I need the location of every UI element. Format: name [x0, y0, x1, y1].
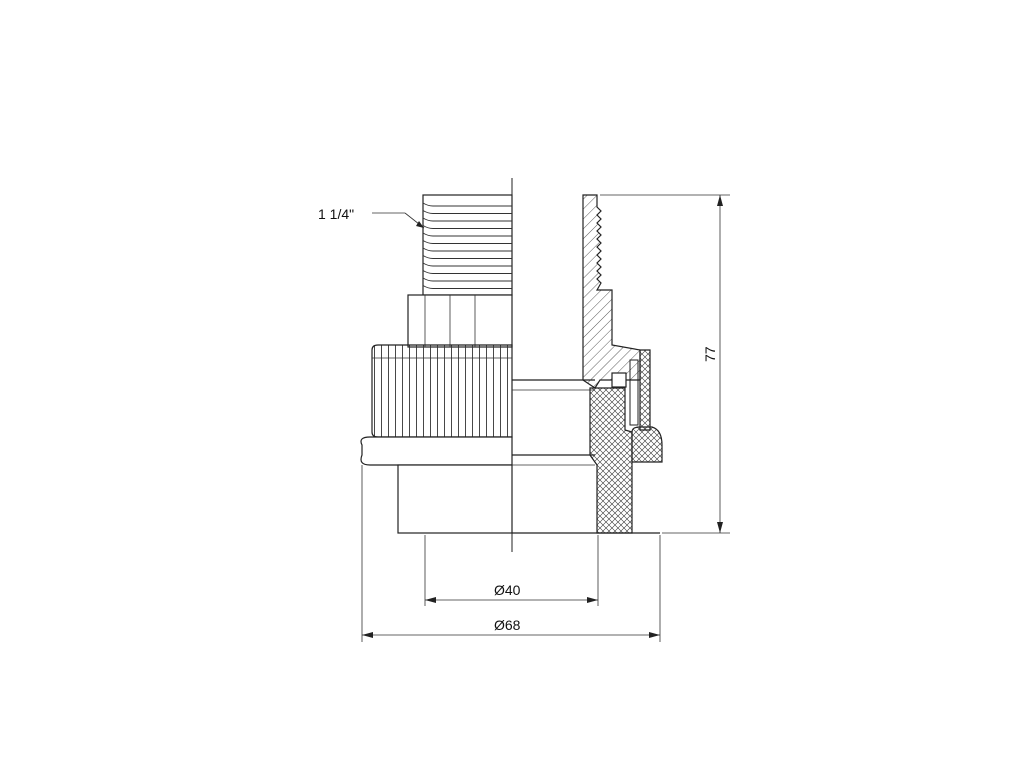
- knurled-union-nut: [371, 344, 513, 438]
- flange-collar: [360, 436, 513, 466]
- outer-diameter-label: Ø68: [494, 617, 521, 633]
- plastic-body-section: [589, 387, 663, 534]
- thread-ridge: [422, 270, 512, 274]
- thread-ridge: [422, 277, 512, 282]
- neck-hex: [407, 294, 513, 348]
- thread-ridge: [422, 240, 512, 244]
- thread-ridge: [422, 210, 512, 214]
- inner-diameter-dimension: Ø40: [424, 535, 599, 606]
- thread-size-label: 1 1/4": [318, 206, 354, 222]
- socket-body: [397, 464, 513, 534]
- bore-section: [512, 379, 660, 534]
- height-value-label: 77: [702, 346, 718, 362]
- thread-external-view: [422, 194, 513, 296]
- thread-ridge: [422, 262, 512, 267]
- thread-ridge: [422, 225, 512, 229]
- thread-ridge: [422, 285, 512, 289]
- thread-ridge: [422, 217, 512, 222]
- thread-callout: 1 1/4": [318, 206, 425, 229]
- thread-ridge: [422, 202, 512, 207]
- thread-ridge: [422, 247, 512, 252]
- thread-ridge: [422, 255, 512, 259]
- nut-section: [629, 349, 651, 431]
- brass-insert-section: [582, 194, 641, 389]
- inner-diameter-label: Ø40: [494, 582, 521, 598]
- outer-diameter-dimension: Ø68: [361, 465, 661, 642]
- height-dimension: 77: [600, 194, 730, 534]
- thread-ridge: [422, 232, 512, 237]
